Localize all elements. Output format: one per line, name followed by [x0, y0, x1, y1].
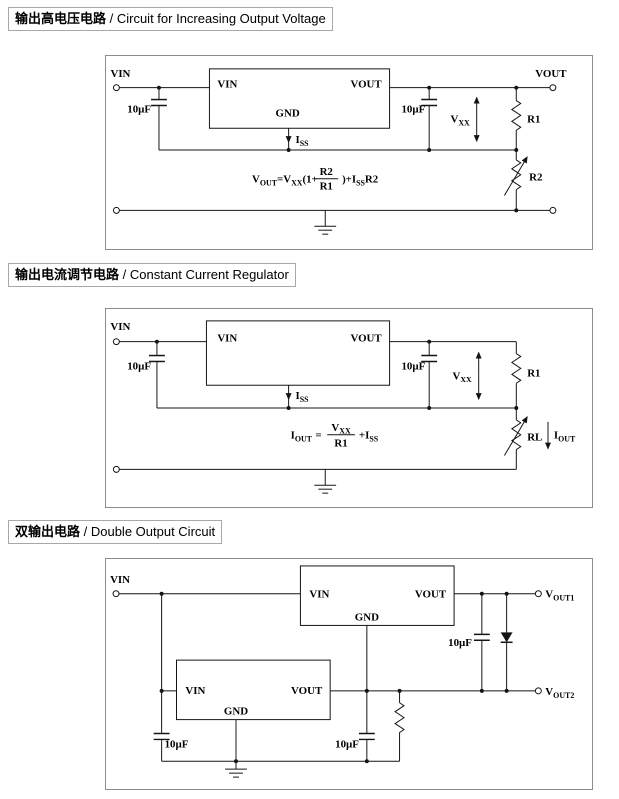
- c3-box1-vout-pin-label: VOUT: [415, 589, 447, 601]
- c1-regulator-box: VIN VOUT GND: [208, 68, 391, 129]
- section3-title-en: / Double Output Circuit: [80, 524, 216, 539]
- c3-box2-vin-pin-label: VIN: [185, 685, 205, 697]
- c2-formula-numerator: VXX: [331, 422, 351, 436]
- c1-vout-terminal: [549, 84, 557, 92]
- c2-box-vout-pin-label: VOUT: [350, 333, 382, 345]
- c3-mid-cap-label: 10µF: [335, 738, 359, 750]
- c1-input-cap-label: 10µF: [127, 103, 151, 115]
- c1-junction-dot: [286, 148, 291, 153]
- c2-formula-denominator: R1: [334, 438, 347, 450]
- c1-output-voltage-formula: VOUT=VXX(1+ R2 R1 )+ISSR2: [252, 166, 378, 193]
- c3-mid-capacitor: 10µF: [335, 625, 375, 764]
- c1-vout-label: VOUT: [535, 68, 567, 80]
- c1-formula-left: VOUT=VXX(1+: [252, 174, 318, 188]
- c2-iout-label: IOUT: [554, 430, 576, 444]
- c3-vout1-terminal: [534, 590, 542, 598]
- c2-junction-dot: [286, 406, 291, 410]
- c2-output-current-formula: IOUT = VXX R1 +ISS: [291, 422, 379, 450]
- c1-potentiometer-r2: R2: [503, 150, 542, 213]
- c3-vin-label: VIN: [110, 574, 130, 586]
- c1-vin-terminal: [112, 84, 120, 92]
- c2-formula-right: +ISS: [359, 430, 379, 444]
- c1-bottom-right-terminal: [549, 206, 557, 214]
- section2-title: 输出电流调节电路 / Constant Current Regulator: [8, 263, 296, 287]
- c2-ground-symbol: [314, 469, 337, 494]
- c2-r1-label: R1: [527, 367, 540, 379]
- section1-title-en: / Circuit for Increasing Output Voltage: [106, 11, 326, 26]
- c2-resistor-r1: R1: [510, 341, 540, 410]
- c2-vin-label: VIN: [110, 321, 130, 333]
- c1-formula-right: )+ISSR2: [342, 174, 378, 188]
- c2-vin-terminal: [112, 338, 120, 346]
- c1-resistor-r1: R1: [510, 85, 540, 153]
- c1-vin-label: VIN: [110, 68, 130, 80]
- c3-box1-gnd-pin-label: GND: [355, 611, 379, 623]
- section3-title-zh: 双输出电路: [15, 524, 81, 539]
- c3-input-cap-label: 10µF: [165, 738, 189, 750]
- c2-vxx-voltage-arrows: VXX: [452, 351, 482, 401]
- c1-output-capacitor: 10µF: [401, 85, 438, 153]
- c1-vxx-voltage-arrows: VXX: [450, 96, 480, 143]
- c1-output-cap-label: 10µF: [401, 103, 425, 115]
- c3-output-cap-label: 10µF: [448, 637, 472, 649]
- c3-diode: [500, 593, 513, 693]
- c1-vxx-label: VXX: [450, 113, 470, 127]
- c2-input-cap-label: 10µF: [127, 360, 151, 372]
- c2-regulator-box: VIN VOUT: [205, 320, 391, 386]
- c2-rl-label: RL: [527, 432, 542, 444]
- c1-r2-label: R2: [529, 172, 542, 184]
- c2-output-capacitor: 10µF: [401, 339, 438, 410]
- circuit1-increasing-output-voltage-diagram: VIN VIN VOUT GND ISS 10µF: [105, 55, 593, 250]
- c2-box-vin-pin-label: VIN: [217, 333, 237, 345]
- section1-title: 输出高电压电路 / Circuit for Increasing Output …: [8, 7, 333, 31]
- c1-formula-denominator: R1: [320, 181, 333, 193]
- c2-formula-equals: =: [315, 430, 321, 442]
- c3-regulator-box1: VIN VOUT GND: [299, 565, 455, 626]
- c2-output-cap-label: 10µF: [401, 360, 425, 372]
- c2-formula-left: IOUT: [291, 430, 313, 444]
- c2-iout-current-arrow: IOUT: [545, 421, 576, 450]
- c2-potentiometer-rl: RL: [504, 408, 542, 470]
- c3-ground-symbol: [225, 761, 247, 778]
- circuit3-double-output-diagram: VIN VIN VOUT GND VOUT1 10µF: [105, 558, 593, 790]
- c2-iss-current-arrow: ISS: [285, 385, 310, 408]
- c1-formula-numerator: R2: [320, 166, 333, 178]
- c1-iss-label: ISS: [296, 134, 310, 148]
- c2-input-capacitor: 10µF: [127, 339, 165, 408]
- section1-title-zh: 输出高电压电路: [15, 11, 107, 26]
- c3-vout1-label: VOUT1: [545, 589, 574, 603]
- c1-input-capacitor: 10µF: [127, 85, 167, 151]
- c3-load-resistor: [394, 690, 405, 762]
- c3-vout2-label: VOUT2: [545, 686, 574, 700]
- c1-box-gnd-pin-label: GND: [276, 107, 300, 119]
- c2-bottom-left-terminal: [112, 465, 120, 473]
- c1-r1-label: R1: [527, 113, 540, 125]
- c3-vout2-terminal: [534, 687, 542, 695]
- c1-box-vout-pin-label: VOUT: [350, 79, 382, 91]
- c2-vxx-label: VXX: [452, 370, 472, 384]
- circuit2-constant-current-regulator-diagram: VIN VIN VOUT ISS 10µF: [105, 308, 593, 508]
- c3-box1-vin-pin-label: VIN: [309, 589, 329, 601]
- c3-output-capacitor: 10µF: [448, 593, 490, 693]
- c3-regulator-box2: VIN VOUT GND: [176, 659, 331, 721]
- c3-box2-gnd-pin-label: GND: [224, 706, 248, 718]
- c2-iss-label: ISS: [296, 390, 310, 404]
- section3-title: 双输出电路 / Double Output Circuit: [8, 520, 223, 544]
- c1-box-vin-pin-label: VIN: [217, 79, 237, 91]
- section2-title-en: / Constant Current Regulator: [119, 267, 289, 282]
- c1-iss-current-arrow: ISS: [285, 128, 310, 151]
- c3-vin-terminal: [112, 590, 120, 598]
- c1-ground-symbol: [314, 210, 337, 235]
- section2-title-zh: 输出电流调节电路: [15, 267, 120, 282]
- c3-box2-vout-pin-label: VOUT: [291, 685, 323, 697]
- c3-input-capacitor: 10µF: [153, 593, 189, 762]
- c1-bottom-left-terminal: [112, 206, 120, 214]
